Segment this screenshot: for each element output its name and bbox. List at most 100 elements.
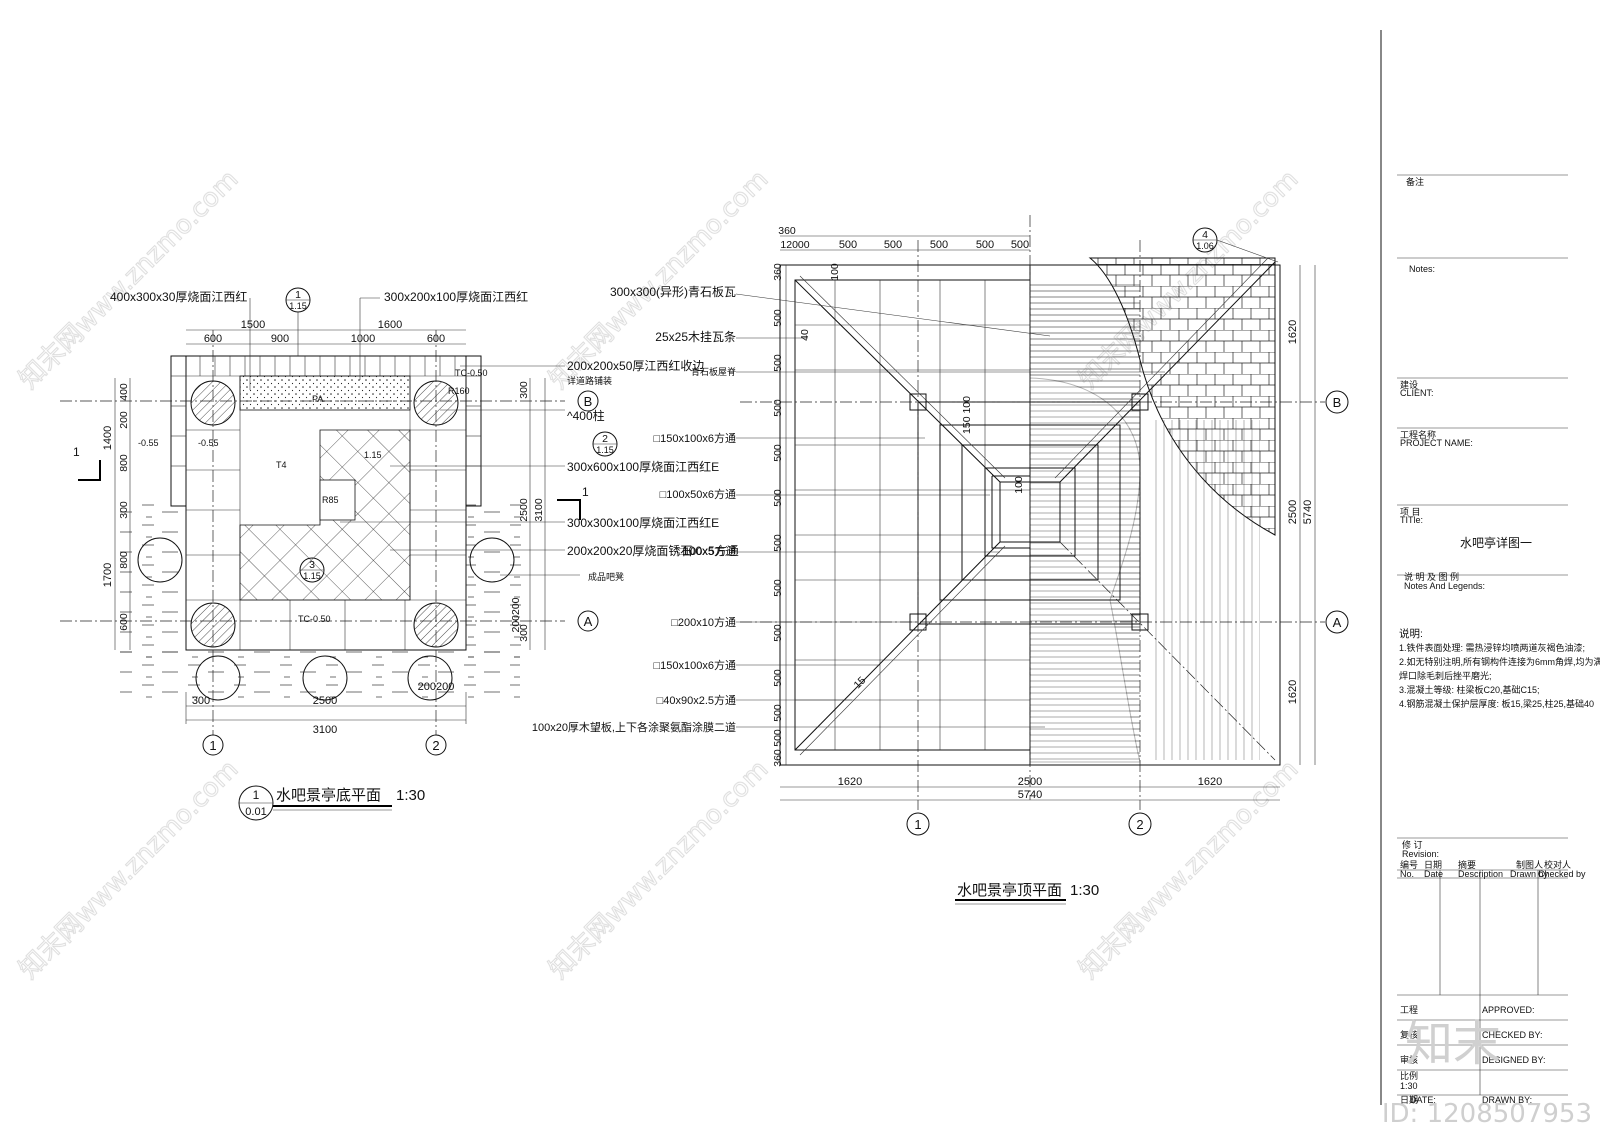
client-cn: 建设	[1400, 379, 1418, 390]
svg-text:PA: PA	[312, 394, 323, 404]
base-plan: 1 2 B A 1500 900 1600 600 1000 600 300 2…	[60, 287, 739, 821]
svg-text:500: 500	[772, 729, 784, 747]
roof-bottom-dimensions: 1620 2500 1620 5740	[780, 776, 1280, 801]
notes-heading: 说明:	[1399, 627, 1423, 640]
note-line: 1.铁件表面处理: 需热浸锌均喷两道灰褐色油漆;	[1399, 642, 1585, 653]
section-ref-bubble: 1 1.15	[285, 287, 311, 356]
svg-text:1.15: 1.15	[596, 445, 614, 455]
svg-text:15: 15	[852, 674, 869, 691]
svg-text:1: 1	[253, 788, 260, 802]
callout-text: 25x25木挂瓦条	[655, 330, 736, 344]
svg-text:500: 500	[772, 354, 784, 372]
svg-text:500: 500	[976, 239, 994, 251]
svg-text:1620: 1620	[838, 776, 862, 788]
sign-label: 工程	[1400, 1005, 1418, 1015]
roof-callout-leaders	[735, 293, 1165, 728]
watermark-text: 知末网www.znzmo.com	[14, 164, 245, 395]
svg-text:600: 600	[427, 333, 445, 345]
svg-text:1000: 1000	[351, 333, 375, 345]
scale-value: 1:30	[1400, 1081, 1418, 1091]
callout-text: 详道路铺装	[567, 375, 612, 386]
callout-text: 300x300x100厚烧面江西红E	[567, 515, 719, 530]
svg-text:200200: 200200	[510, 597, 522, 632]
svg-text:500: 500	[839, 239, 857, 251]
svg-text:500: 500	[772, 579, 784, 597]
remark-label: 备注	[1406, 176, 1424, 187]
svg-text:水吧景亭底平面: 水吧景亭底平面	[276, 786, 381, 804]
base-top-dimensions: 1500 900 1600 600 1000 600	[186, 319, 466, 345]
svg-text:200200: 200200	[418, 681, 455, 693]
svg-text:40: 40	[799, 329, 811, 341]
svg-text:1.15: 1.15	[364, 450, 382, 460]
svg-text:5740: 5740	[1018, 789, 1042, 801]
svg-text:500: 500	[772, 704, 784, 722]
callout-text: 300x200x100厚烧面江西红	[384, 289, 528, 304]
callout-text: 200x200x50厚江西红收边	[567, 358, 704, 373]
svg-text:500: 500	[930, 239, 948, 251]
svg-text:12000: 12000	[780, 239, 809, 251]
roof-plan: 1 2 B A 4 1.06 360 12000 500 500 500 500…	[532, 215, 1349, 905]
callout-text: 100x5方通	[682, 543, 739, 558]
base-level-marks: -0.55 -0.55 TC-0.50 TC-0.50 T4 R160 R85 …	[138, 368, 488, 624]
svg-text:360: 360	[772, 263, 784, 281]
roof-right-dimensions: 1620 2500 5740 1620	[1287, 265, 1316, 765]
svg-text:1620: 1620	[1287, 320, 1299, 344]
bar-stool-circle	[407, 655, 453, 701]
rev-header-cn: 摘要	[1458, 859, 1476, 870]
callout-text: □200x10方通	[671, 615, 736, 629]
svg-text:300: 300	[192, 695, 210, 707]
svg-text:水吧景亭顶平面: 水吧景亭顶平面	[957, 881, 1062, 899]
bar-stool-circle	[469, 537, 515, 583]
svg-text:800: 800	[118, 551, 130, 569]
date-label: DATE:	[1410, 1095, 1436, 1105]
note-line: 4.钢筋混凝土保护层厚度: 板15,梁25,柱25,基础40	[1399, 698, 1594, 709]
note-line: 焊口除毛刺后挫平磨光;	[1399, 670, 1492, 681]
roof-left-dimensions: 360 500 500 500 500 500 500 500 500 500 …	[772, 263, 787, 767]
svg-text:3100: 3100	[313, 724, 337, 736]
svg-text:2500: 2500	[1287, 500, 1299, 524]
base-plan-title: 1 0.01 水吧景亭底平面 1:30	[238, 785, 425, 821]
base-callouts: 400x300x30厚烧面江西红 300x200x100厚烧面江西红 200x2…	[110, 289, 739, 582]
svg-text:-0.55: -0.55	[138, 438, 159, 448]
axis-bubble-2: 2	[425, 734, 447, 756]
svg-text:A: A	[584, 614, 593, 629]
dotted-paving-band	[239, 375, 411, 411]
roof-axis-bubble-b: B	[1325, 390, 1349, 414]
drawn-label: DRAWN BY:	[1482, 1095, 1532, 1105]
roof-rafter-grid	[795, 280, 1030, 750]
svg-text:2500: 2500	[518, 498, 530, 522]
section-mark: 1 1	[73, 445, 589, 520]
revision-label: Revision:	[1402, 849, 1439, 859]
svg-text:B: B	[584, 394, 593, 409]
svg-text:2: 2	[602, 433, 608, 445]
callout-text: 200x200x20厚烧面锈石	[567, 544, 692, 558]
svg-text:1: 1	[295, 289, 301, 301]
revision-cn: 修 订	[1402, 839, 1423, 850]
svg-text:1400: 1400	[102, 426, 114, 450]
svg-text:B: B	[1333, 395, 1342, 410]
svg-text:360: 360	[772, 749, 784, 767]
base-callout-leaders	[249, 297, 580, 576]
svg-text:TC-0.50: TC-0.50	[455, 368, 488, 378]
svg-text:150 100: 150 100	[961, 396, 973, 434]
svg-text:500: 500	[772, 534, 784, 552]
svg-text:1.06: 1.06	[1196, 241, 1214, 251]
roof-top-dimensions: 360 12000 500 500 500 500 500	[778, 225, 1030, 251]
svg-text:200: 200	[118, 411, 130, 429]
svg-text:300: 300	[518, 624, 530, 642]
callout-text: 300x300(异形)青石板瓦	[610, 285, 736, 299]
rev-header: Date	[1424, 869, 1443, 879]
roof-axis-bubble-1: 1	[906, 812, 930, 836]
callout-text: 成品吧凳	[588, 571, 624, 582]
svg-text:A: A	[1333, 615, 1342, 630]
bar-stool-circle	[137, 537, 183, 583]
sign-label: 日期	[1400, 1095, 1418, 1105]
roof-axis-bubble-a: A	[1325, 610, 1349, 634]
rev-header: Drawn by	[1510, 869, 1549, 879]
svg-text:1620: 1620	[1198, 776, 1222, 788]
project-cn: 工程名称	[1400, 429, 1436, 440]
checked-label: CHECKED BY:	[1482, 1030, 1543, 1040]
approved-label: APPROVED:	[1482, 1005, 1535, 1015]
rev-header-cn: 日期	[1424, 860, 1442, 870]
